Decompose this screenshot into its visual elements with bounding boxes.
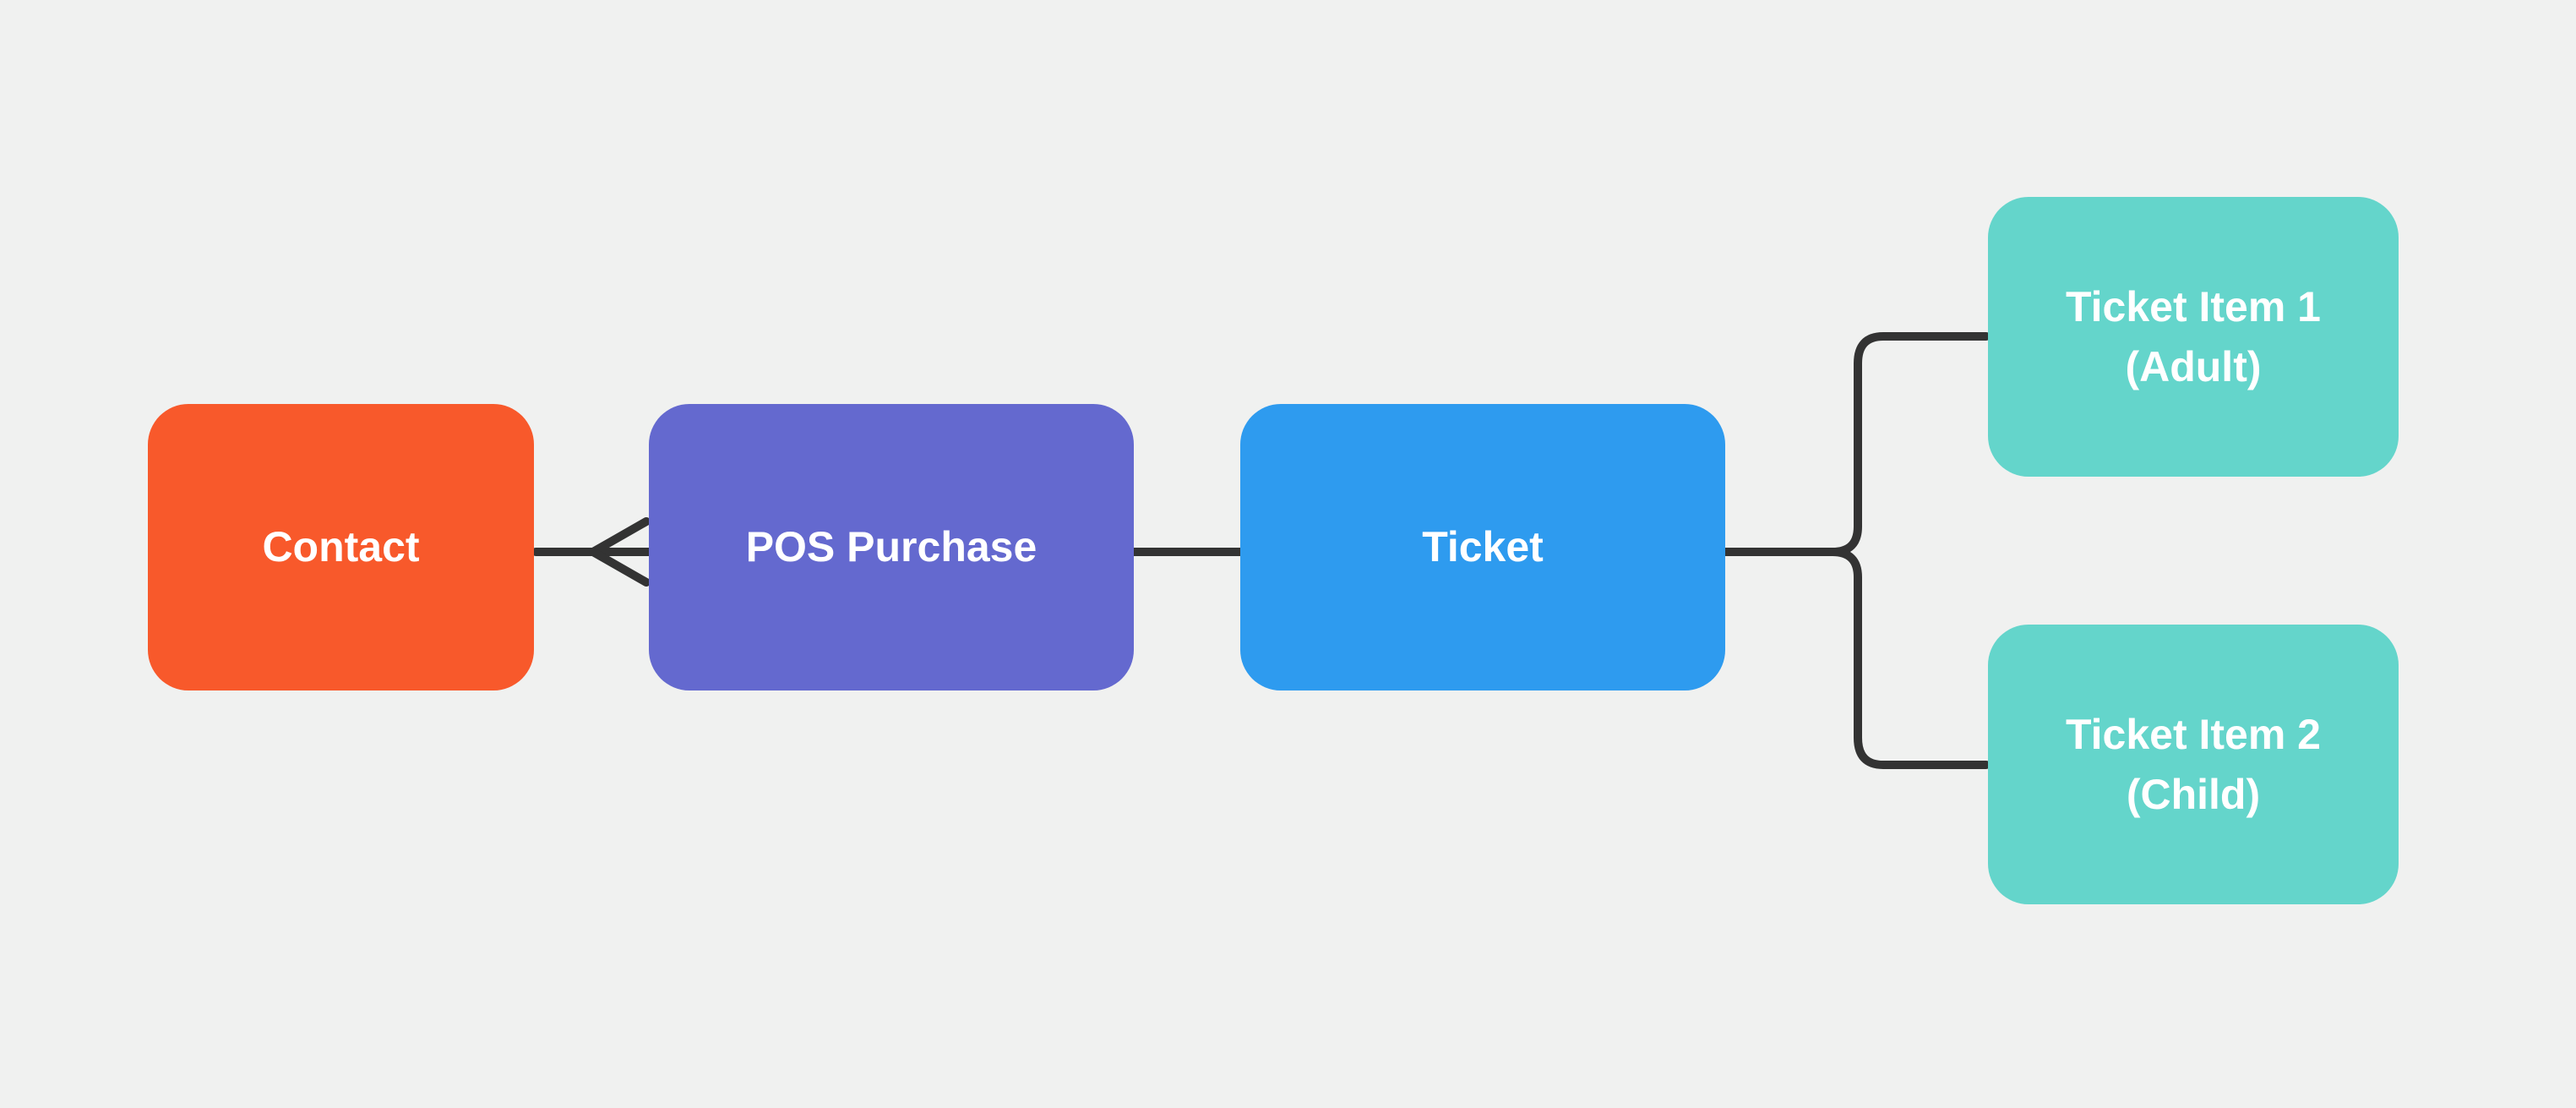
node-label: Ticket Item 1 (Adult) <box>2066 277 2321 397</box>
node-ticket-item-2[interactable]: Ticket Item 2 (Child) <box>1988 625 2399 904</box>
node-label-line: Ticket Item 2 <box>2065 710 2321 758</box>
node-label: Contact <box>262 517 419 577</box>
node-label-line: (Child) <box>2126 770 2261 818</box>
node-label: POS Purchase <box>746 517 1037 577</box>
edge-ticket-to-ticket-item-1[interactable] <box>1721 332 1991 556</box>
node-ticket[interactable]: Ticket <box>1240 404 1725 690</box>
edge-ticket-to-ticket-item-2[interactable] <box>1721 548 1991 769</box>
node-label: Ticket <box>1422 517 1544 577</box>
crows-foot-many-icon <box>589 517 653 587</box>
node-label: Ticket Item 2 (Child) <box>2066 705 2321 825</box>
node-label-line: Ticket Item 1 <box>2065 282 2321 330</box>
node-label-line: Contact <box>262 523 420 570</box>
node-contact[interactable]: Contact <box>148 404 534 690</box>
node-ticket-item-1[interactable]: Ticket Item 1 (Adult) <box>1988 197 2399 477</box>
node-label-line: Ticket <box>1422 523 1544 570</box>
node-label-line: POS Purchase <box>745 523 1037 570</box>
node-label-line: (Adult) <box>2125 342 2262 390</box>
node-pos-purchase[interactable]: POS Purchase <box>649 404 1134 690</box>
